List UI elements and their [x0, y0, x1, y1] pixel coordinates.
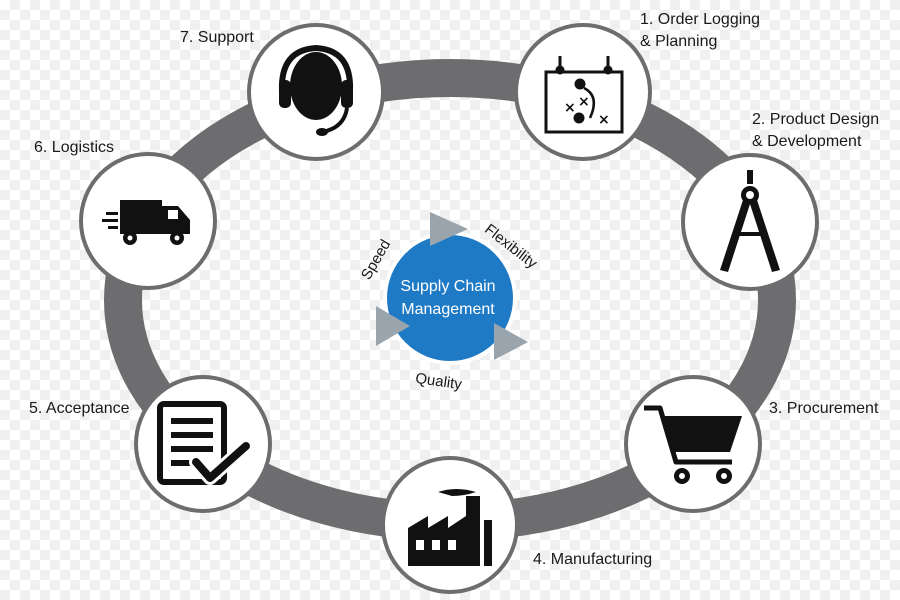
- step-node-5[interactable]: [134, 375, 272, 513]
- step-label-5: 5. Acceptance: [29, 400, 130, 417]
- center-title-line2: Management: [401, 301, 495, 318]
- step-label-4: 4. Manufacturing: [533, 551, 653, 568]
- center-cycle: Supply Chain Management Flexibility Spee…: [358, 212, 541, 393]
- svg-text:×: ×: [598, 112, 610, 128]
- cycle-arrow-right: [494, 323, 528, 360]
- step-node-6[interactable]: [79, 152, 217, 290]
- strategy-board-icon: × × ×: [544, 56, 624, 134]
- step-node-3[interactable]: [624, 375, 762, 513]
- compass-icon: [720, 170, 780, 272]
- step-node-7[interactable]: [247, 23, 385, 161]
- step-label-3: 3. Procurement: [769, 400, 879, 417]
- step-label-1: 1. Order Logging & Planning: [640, 11, 761, 50]
- svg-text:×: ×: [564, 100, 576, 116]
- shopping-cart-icon: [644, 405, 742, 484]
- cycle-arrow-left: [376, 306, 410, 346]
- step-node-2[interactable]: [681, 153, 819, 291]
- step-node-4[interactable]: [381, 456, 519, 594]
- cycle-arrow-top: [430, 212, 468, 246]
- checklist-icon: [157, 401, 253, 485]
- headset-icon: [278, 44, 354, 136]
- step-label-6: 6. Logistics: [34, 139, 115, 156]
- center-title-line1: Supply Chain: [400, 278, 495, 295]
- step-node-1[interactable]: × × ×: [514, 23, 652, 161]
- arc-label-quality: Quality: [414, 370, 463, 393]
- svg-text:×: ×: [578, 94, 590, 110]
- step-label-2: 2. Product Design & Development: [752, 111, 880, 150]
- factory-icon: [408, 489, 492, 566]
- step-label-7: 7. Support: [180, 29, 254, 46]
- delivery-truck-icon: [102, 200, 190, 245]
